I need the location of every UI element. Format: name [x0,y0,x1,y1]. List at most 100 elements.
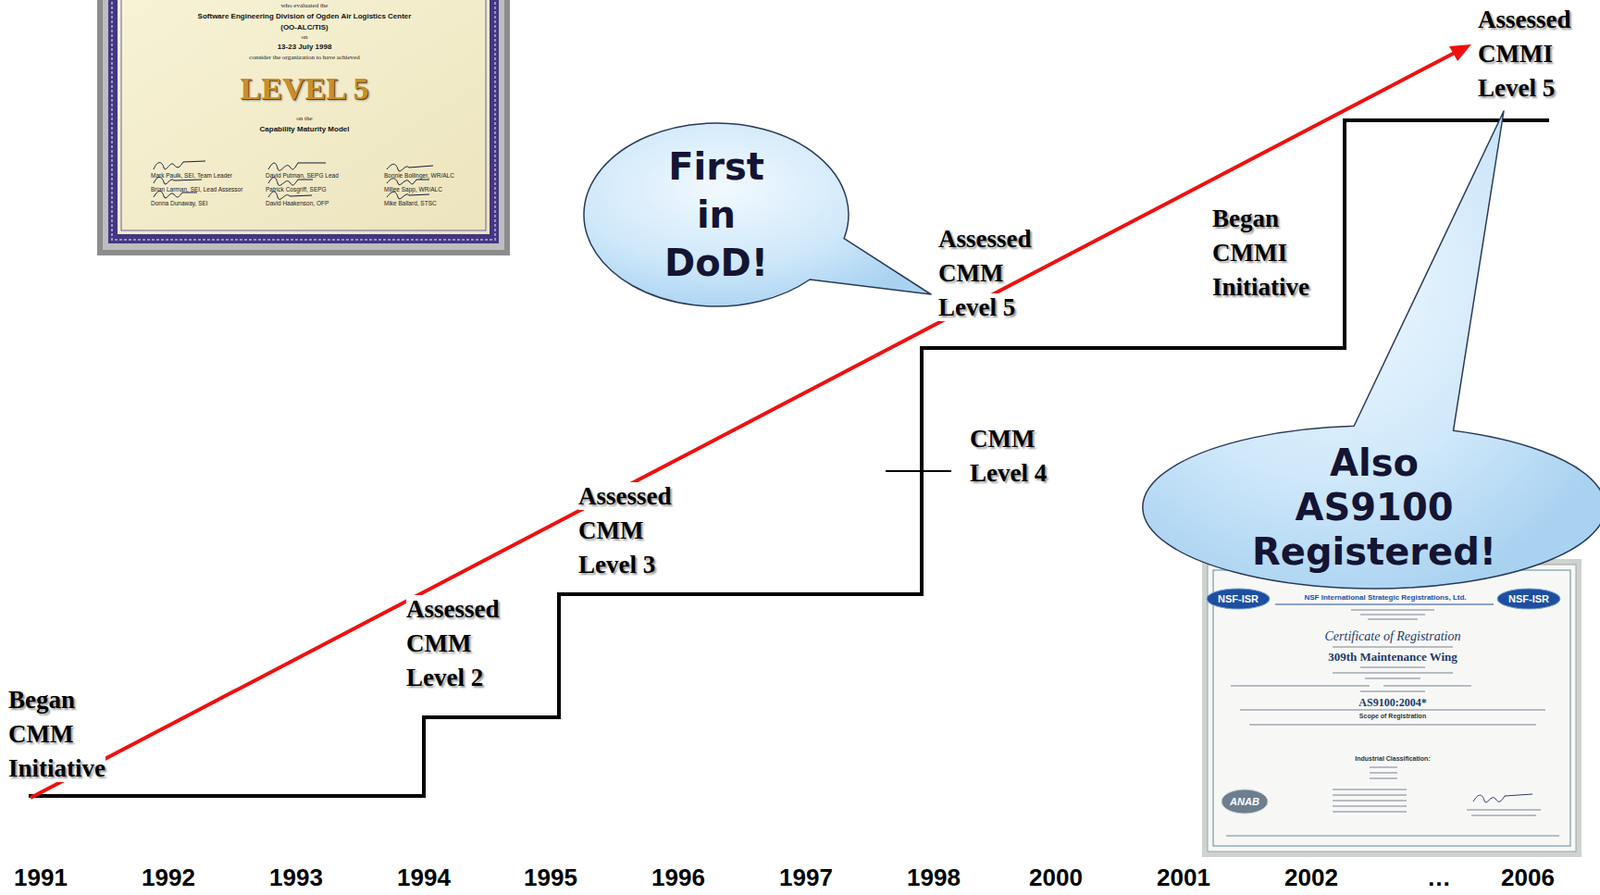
certificate-text-box: LEVEL 5 [240,70,370,108]
certificate-text-box: (OO-ALC/TIS) [280,23,329,33]
year-label: 2006 [1500,863,1555,892]
milestone-label: Assessed CMM Level 3 [578,482,672,579]
signature [386,163,434,172]
bubble-shape [583,123,931,307]
year-label-box: 1992 [141,864,196,891]
milestone-label: CMM Level 4 [969,424,1047,487]
certificate-text-box: who evaluated the [281,1,329,11]
fine-print-line [1332,671,1453,674]
milestone-label: Assessed CMM Level 2 [406,595,500,692]
fine-print-line [1332,810,1407,813]
speech-bubble: Also AS9100 Registered! [1142,425,1600,589]
certificate-text: LEVEL 5 [240,71,370,106]
certificate-text: Millee Sapp, WR/ALC [384,186,443,193]
certificate-text-box: Software Engineering Division of Ogden A… [198,12,412,22]
year-label: 1996 [651,863,706,892]
milestone-label-box: Assessed CMM Level 3 [578,479,695,583]
certificate-text-box: Industrial Classification: [1354,754,1430,763]
year-label: 1993 [269,863,323,892]
certificate-text-box: 13-23 July 1998 [277,42,333,52]
certificate-inner-line [121,0,486,231]
bubble-text-group: First in DoD! [656,142,777,287]
logo-text: NSF-ISR [1508,593,1550,605]
year-label: 2001 [1156,863,1211,892]
certificate-frame [97,0,510,256]
certificate-text-box: Scope of Registration [1359,711,1427,720]
milestone-label-box: Assessed CMM Level 2 [406,592,522,695]
logo-text: NSF-ISR [1217,593,1259,605]
certificate-border [108,0,499,244]
milestone-label-box: Began CMMI Initiative [1212,201,1328,305]
certificate-text: Bonnie Bollinger, WR/ALC [384,172,455,179]
logo-text: ANAB [1229,795,1260,807]
milestone-label-box: Began CMM Initiative [8,682,125,786]
certificate-text-box: Mark Paulk, SEI, Team Leader [150,172,233,180]
certificate-text-box: on the [296,114,312,124]
year-label-box: 1991 [13,864,68,891]
certificate-text: David Putman, SEPG Lead [265,172,339,179]
certificate-frame [1202,558,1582,857]
certificate-text: Brian Larman, SEI, Lead Assessor [150,186,243,193]
certificate-text: Certificate of Registration [1325,629,1462,644]
year-label: 1994 [396,863,451,892]
speech-bubble: First in DoD! [583,123,849,307]
certificate-text-box: Patrick Cosgriff, SEPG [265,186,327,194]
cmm-certificate [97,0,510,256]
bubble-text-group: Also AS9100 Registered! [1248,440,1501,574]
fine-print-line [1332,788,1407,791]
certificate-text: Software Engineering Division of Ogden A… [198,12,412,21]
certificate-text: (OO-ALC/TIS) [280,23,329,32]
logo-oval [1206,588,1270,609]
fine-print-line [1226,834,1560,837]
certificate-text-box: Mike Ballard, STSC [384,199,437,208]
year-label-box: 2006 [1500,864,1555,891]
signature [386,191,430,199]
certificate-text: Patrick Cosgriff, SEPG [265,186,327,193]
year-label-box: 1994 [396,864,451,891]
certificate-text-box: Donna Dunaway, SEI [150,199,209,208]
fine-print [1226,608,1560,837]
certificate-text: on [301,33,309,41]
signature [268,162,326,171]
fine-print-line [1332,645,1453,648]
signature [1473,793,1533,803]
certificate-paper [1207,564,1576,852]
year-label: 2000 [1029,863,1083,892]
fine-print-line [1249,723,1537,726]
certificate-text: 309th Maintenance Wing [1327,649,1458,664]
certificate-text: who evaluated the [281,1,329,10]
year-label-box: 1993 [269,864,323,891]
fine-print-line [1364,677,1421,680]
certificate-bevel [102,0,505,250]
logo-text-box: NSF-ISR [1508,592,1550,606]
year-label: 1992 [141,863,196,892]
year-label: 1991 [13,863,68,892]
certificate-text: NSF International Strategic Registration… [1303,593,1466,602]
year-label: 1998 [906,863,961,892]
certificate-text: Mark Paulk, SEI, Team Leader [150,172,233,179]
level-4-tick [885,470,952,472]
trend-arrow-line [30,52,1455,798]
milestone-label-box: CMM Level 4 [969,421,1086,491]
fine-print-line [1369,777,1398,780]
fine-print-line [1360,666,1426,669]
certificate-text: Donna Dunaway, SEI [150,199,209,207]
year-label: 2002 [1284,863,1339,892]
fine-print-line [1332,805,1407,807]
year-label: 1995 [523,863,578,892]
certificate-text-box: David Putman, SEPG Lead [265,172,339,180]
year-label-box: 2002 [1284,864,1339,891]
certificate-text: Industrial Classification: [1354,755,1430,762]
fine-print-line [1360,690,1426,693]
trend-arrow-head [1449,44,1472,62]
year-label-box: 1996 [651,864,706,891]
milestone-label: Began CMMI Initiative [1212,204,1310,301]
as9100-certificate [1202,558,1582,857]
certificate-text-box: AS9100:2004* [1358,695,1427,709]
milestone-label: Assessed CMMI Level 5 [1477,5,1572,102]
anab-logo [1221,789,1268,814]
certificate-text-box: Brian Larman, SEI, Lead Assessor [150,186,243,194]
milestone-label: Assessed CMM Level 5 [938,224,1032,322]
fine-print-line [1360,613,1426,616]
certificate-text: 13-23 July 1998 [277,42,333,51]
